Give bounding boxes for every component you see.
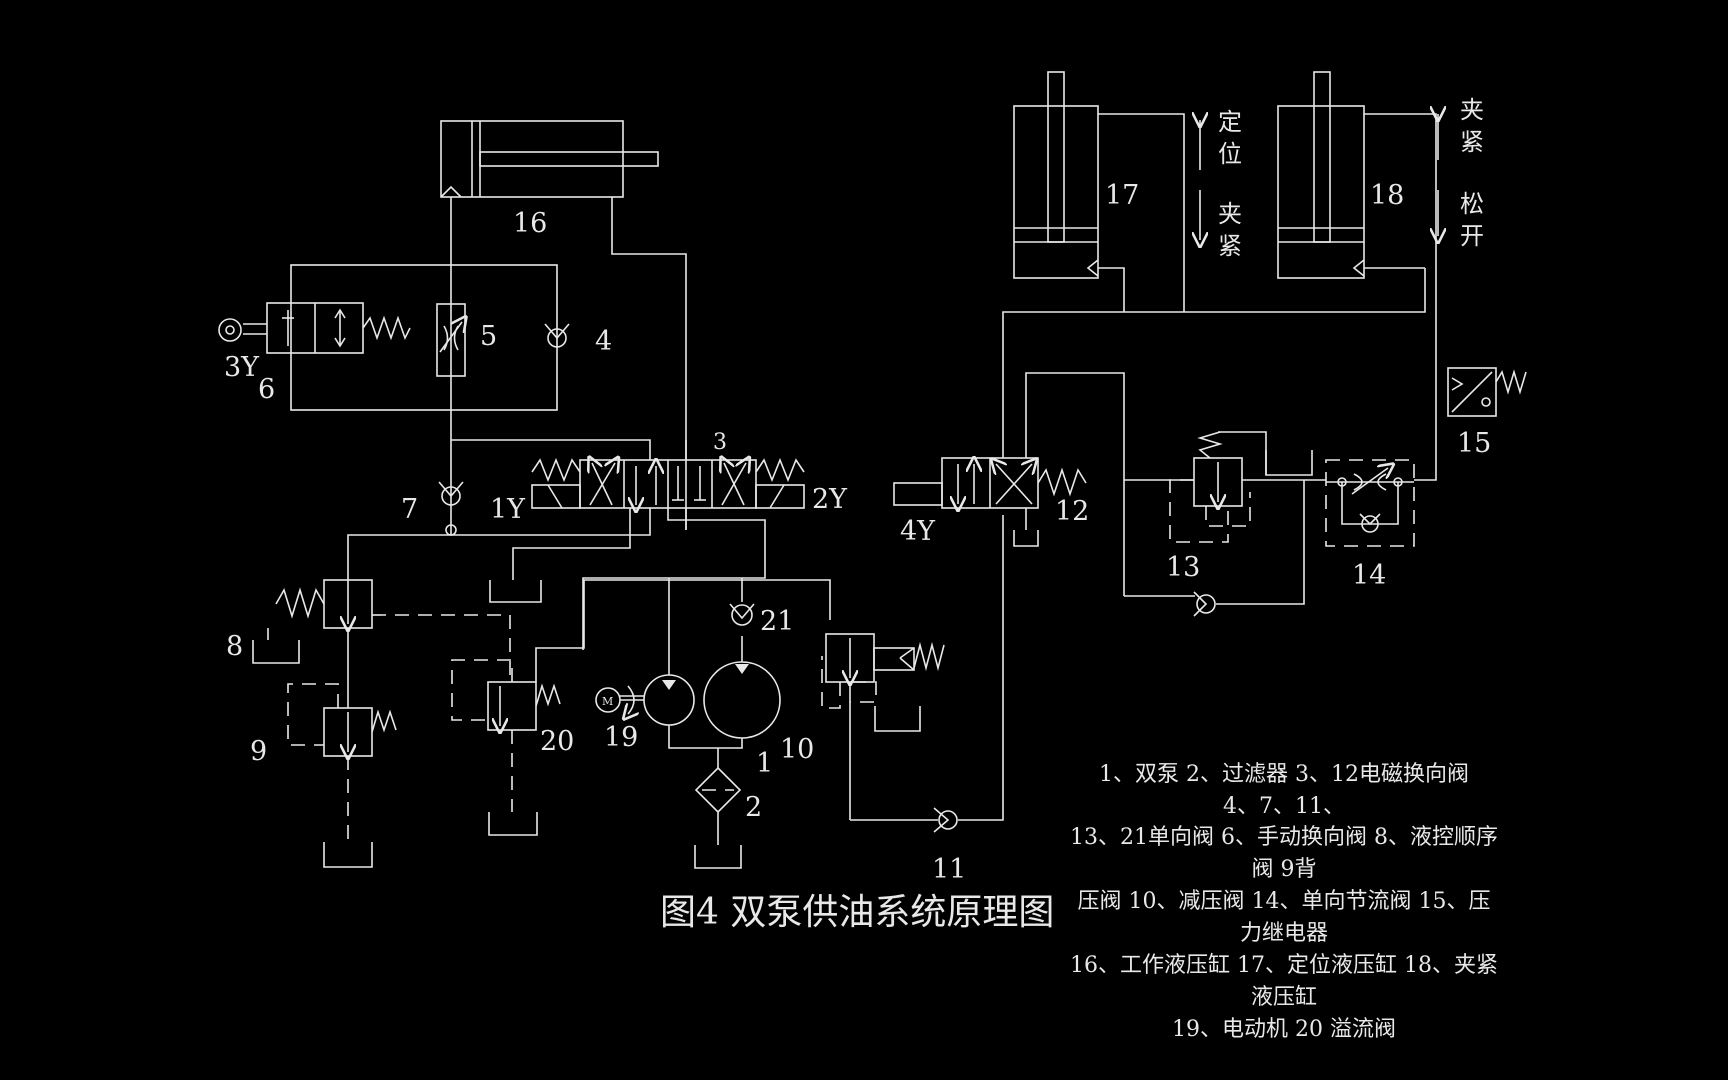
action-18-top-1: 夹	[1460, 96, 1484, 124]
legend-line-9: 19、电动机 20 溢流阀	[1172, 1017, 1396, 1042]
label-10: 10	[780, 734, 814, 765]
bypass-loop	[290, 264, 558, 411]
label-13: 13	[1166, 552, 1200, 583]
double-pump-1	[643, 578, 781, 749]
action-18-bottom-1: 松	[1460, 190, 1484, 218]
reducing-valve-10	[821, 633, 945, 821]
label-3: 3	[713, 430, 727, 455]
check-valve-21	[729, 578, 755, 626]
cylinder-16	[440, 120, 659, 198]
throttle-valve-5	[436, 303, 465, 377]
motor-symbol: M	[602, 695, 613, 708]
label-5: 5	[480, 321, 497, 352]
action-17-top-2: 位	[1218, 140, 1242, 168]
label-4y: 4Y	[900, 516, 936, 547]
label-21: 21	[760, 606, 794, 637]
label-3y: 3Y	[224, 352, 260, 383]
label-9: 9	[250, 736, 267, 767]
label-12: 12	[1055, 496, 1089, 527]
legend-line-4: 阀 9背	[1252, 857, 1317, 882]
cylinder-18	[1277, 71, 1437, 376]
label-19: 19	[604, 722, 638, 753]
label-2: 2	[745, 792, 762, 823]
legend-line-6: 力继电器	[1240, 921, 1328, 946]
check-valve-11	[933, 515, 1004, 833]
reducing-valve-13	[1124, 431, 1326, 617]
legend-line-2: 4、7、11、	[1223, 794, 1345, 819]
label-8: 8	[226, 631, 243, 662]
directional-valve-3	[531, 460, 805, 508]
throttle-valve-14	[1325, 459, 1415, 547]
label-1: 1	[756, 748, 773, 779]
legend: 1、双泵 2、过滤器 3、12电磁换向阀 4、7、11、 13、21单向阀 6、…	[1070, 762, 1498, 1042]
legend-line-3: 13、21单向阀 6、手动换向阀 8、液控顺序	[1070, 825, 1498, 850]
label-11: 11	[932, 854, 966, 885]
label-1y: 1Y	[490, 494, 526, 525]
label-14: 14	[1352, 560, 1386, 591]
legend-line-7: 16、工作液压缸 17、定位液压缸 18、夹紧	[1070, 953, 1498, 978]
directional-valve-12	[893, 458, 1087, 547]
label-17: 17	[1105, 180, 1139, 211]
sequence-valve-8	[252, 579, 510, 664]
label-16: 16	[513, 208, 547, 239]
label-15: 15	[1457, 428, 1491, 459]
label-18: 18	[1370, 180, 1404, 211]
action-18-bottom-2: 开	[1460, 222, 1484, 250]
motor-19: M	[595, 685, 644, 714]
cylinder-17	[1013, 71, 1185, 312]
action-18-top-2: 紧	[1460, 128, 1484, 156]
check-valve-7	[438, 481, 464, 536]
label-4: 4	[595, 326, 612, 357]
label-20: 20	[540, 726, 574, 757]
legend-line-5: 压阀 10、减压阀 14、单向节流阀 15、压	[1078, 889, 1491, 914]
action-17-bottom-1: 夹	[1218, 200, 1242, 228]
pressure-relay-15	[1414, 367, 1527, 481]
manual-valve-6	[218, 302, 411, 354]
backpressure-valve-9	[287, 683, 397, 868]
label-6: 6	[258, 374, 275, 405]
action-17-top-1: 定	[1218, 108, 1242, 136]
filter-2	[694, 748, 742, 869]
label-2y: 2Y	[812, 484, 848, 515]
relief-valve-20	[451, 579, 831, 836]
action-17-bottom-2: 紧	[1218, 232, 1242, 260]
diagram-title: 图4 双泵供油系统原理图	[660, 892, 1054, 933]
check-valve-4	[544, 323, 570, 348]
legend-line-8: 液压缸	[1251, 985, 1317, 1010]
label-7: 7	[401, 494, 418, 525]
legend-line-1: 1、双泵 2、过滤器 3、12电磁换向阀	[1099, 762, 1469, 787]
